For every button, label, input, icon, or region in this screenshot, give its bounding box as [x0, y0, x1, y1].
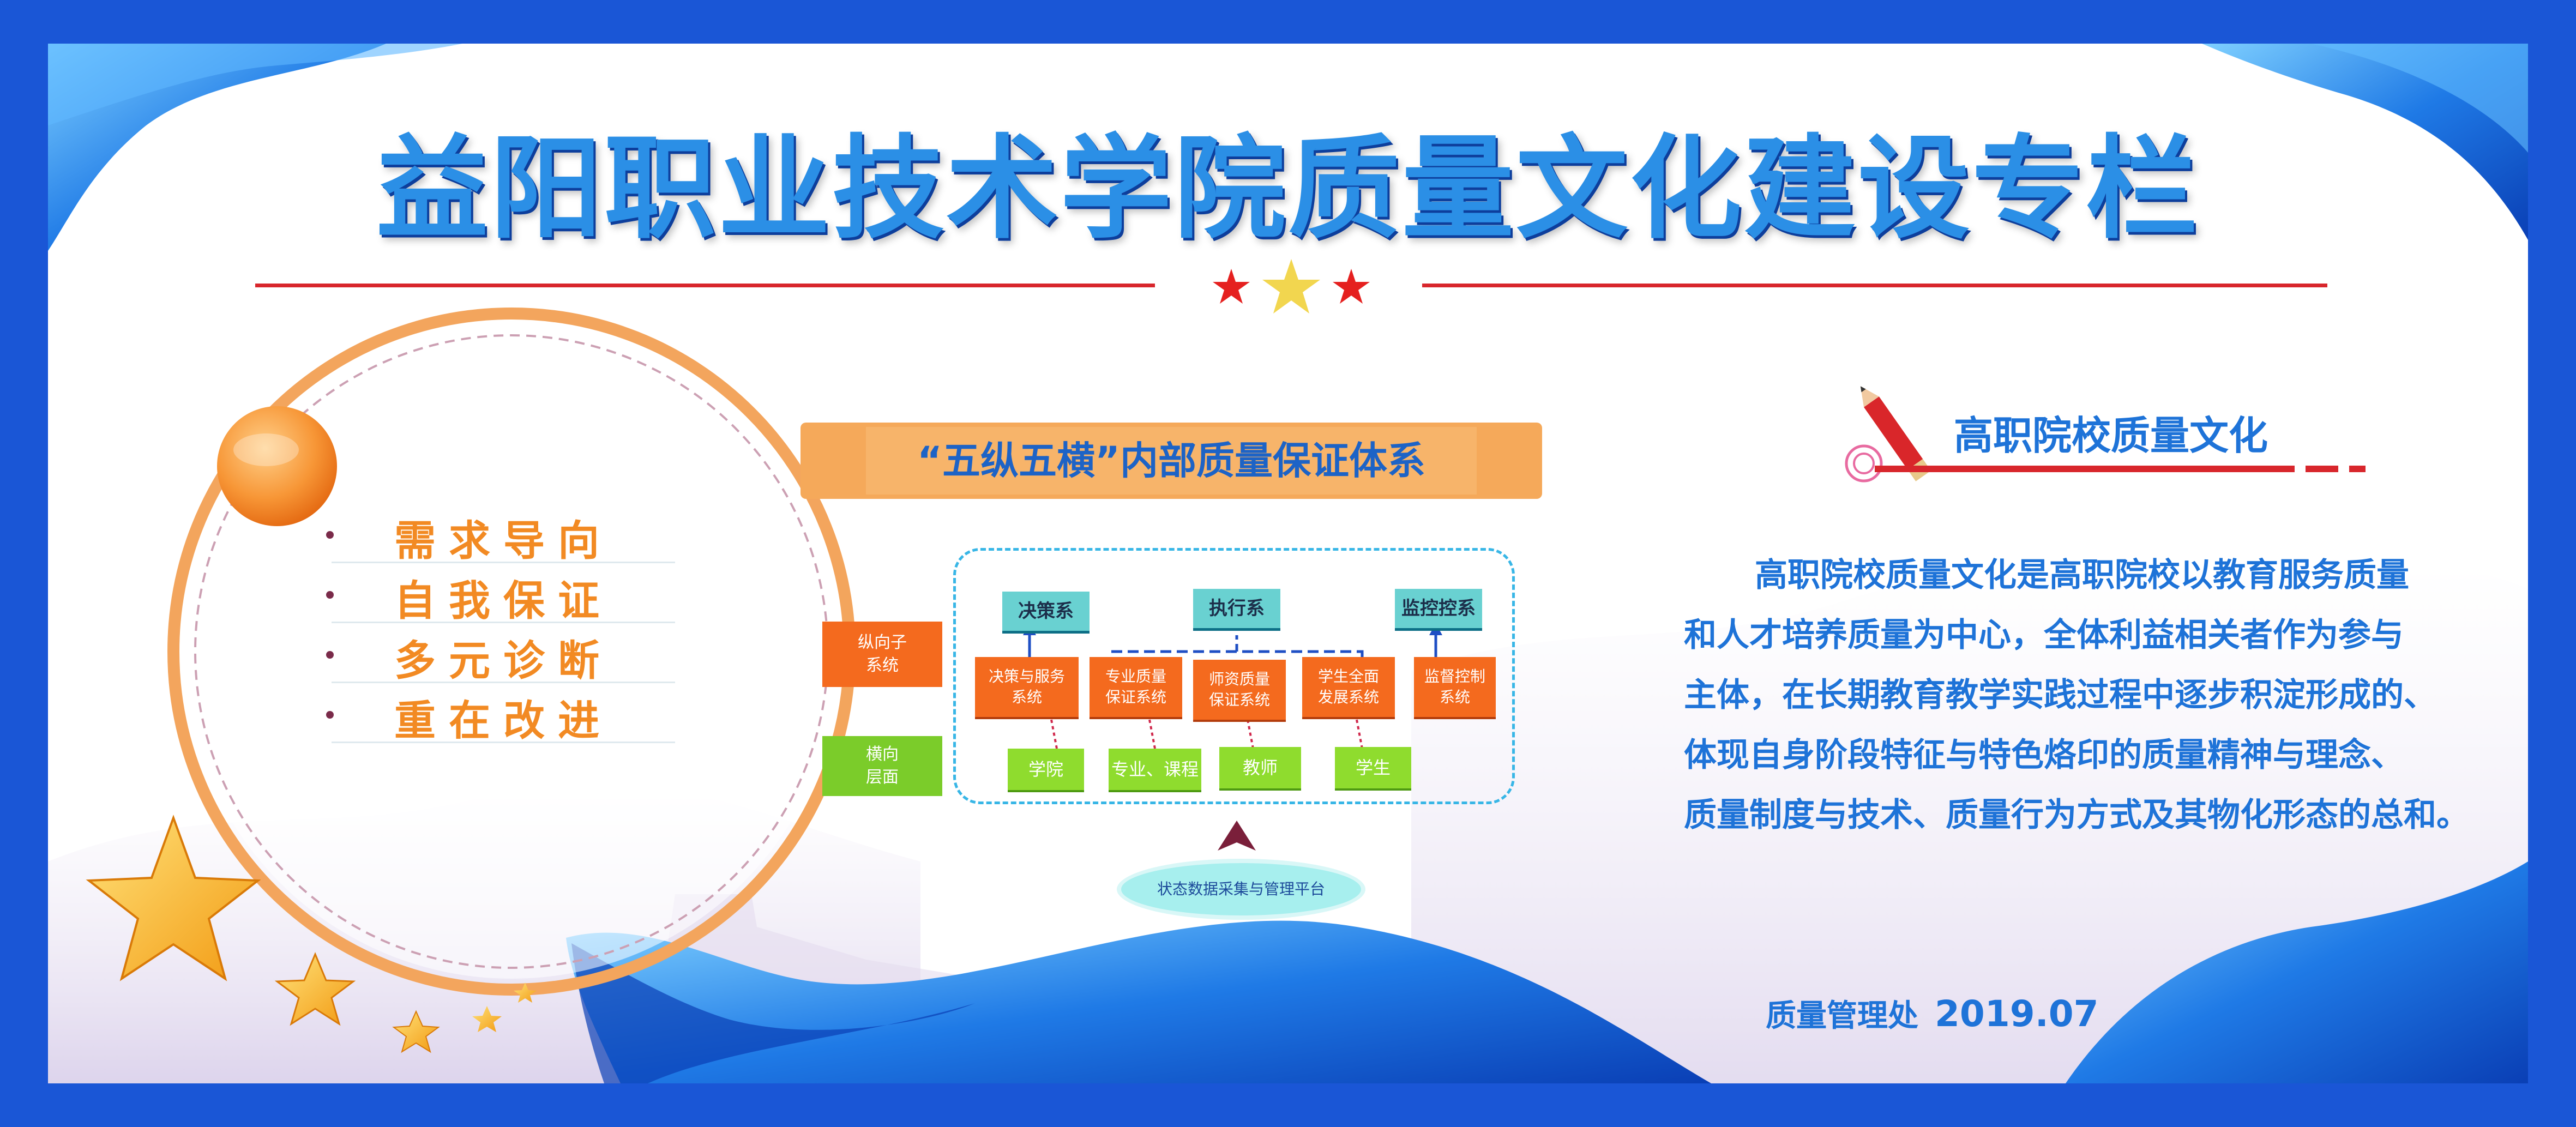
diagram-title: “五纵五横”内部质量保证体系 — [866, 427, 1477, 495]
bullet-icon — [326, 591, 334, 599]
list-item: 重在改进 — [326, 687, 675, 745]
subsystem-box: 决策与服务 系统 — [975, 657, 1079, 719]
subsystem-label: 专业质量 保证系统 — [1105, 667, 1166, 706]
list-item: 自我保证 — [326, 567, 675, 625]
horizontal-level-label: 横向 层面 — [822, 736, 942, 796]
monitor-system-label: 监控控系 — [1401, 598, 1476, 619]
subsystem-box: 专业质量 保证系统 — [1090, 657, 1182, 719]
data-platform: 状态数据采集与管理平台 — [1117, 859, 1365, 920]
level-label: 学生 — [1355, 757, 1391, 778]
data-platform-label: 状态数据采集与管理平台 — [1157, 880, 1325, 898]
poster-board: 益阳职业技术学院质量文化建设专栏 需求导向 自我保证 多元诊断 重在改进 “五纵… — [48, 44, 2528, 1083]
subsystem-label: 师资质量 保证系统 — [1208, 670, 1270, 709]
level-box: 学生 — [1335, 747, 1411, 791]
title-stars — [1213, 259, 1370, 314]
execution-system-box: 执行系 — [1193, 589, 1280, 631]
bullet-icon — [326, 651, 334, 659]
level-box: 专业、课程 — [1109, 749, 1201, 792]
title-rule-right — [1422, 284, 2327, 287]
level-box: 学院 — [1008, 749, 1084, 792]
star-icon — [514, 983, 537, 1003]
paragraph-line: 高职院校质量文化是高职院校以教育服务质量 — [1755, 556, 2409, 594]
list-item: 需求导向 — [326, 507, 675, 565]
vertical-subsystem-label: 纵向子 系统 — [822, 622, 942, 687]
list-item-label: 重在改进 — [394, 696, 612, 745]
arrow-up-icon — [1218, 821, 1256, 851]
decision-system-box: 决策系 — [1002, 592, 1090, 634]
footer: 质量管理处 2019.07 — [1766, 991, 2099, 1035]
subsystem-label: 决策与服务 系统 — [988, 667, 1065, 706]
title-rule-left — [255, 284, 1155, 287]
paragraph-line: 主体，在长期教育教学实践过程中逐步积淀形成的、 — [1684, 676, 2436, 714]
description-paragraph: 高职院校质量文化是高职院校以教育服务质量 和人才培养质量为中心，全体利益相关者作… — [1684, 545, 2513, 845]
paragraph-line: 和人才培养质量为中心，全体利益相关者作为参与 — [1684, 616, 2404, 654]
star-icon — [392, 1010, 440, 1053]
list-item: 多元诊断 — [326, 627, 675, 685]
list-item-label: 自我保证 — [394, 576, 612, 625]
page-title: 益阳职业技术学院质量文化建设专栏 — [376, 124, 2200, 254]
star-icon — [274, 952, 356, 1026]
star-icon — [472, 1006, 502, 1032]
bullet-icon — [326, 711, 334, 719]
diagram-title-banner: “五纵五横”内部质量保证体系 — [801, 423, 1542, 499]
subsystem-box: 监督控制 系统 — [1414, 657, 1496, 719]
star-icon — [1262, 259, 1320, 314]
subsystem-box: 学生全面 发展系统 — [1302, 657, 1395, 719]
star-icon — [86, 815, 261, 981]
gold-stars — [86, 815, 537, 1053]
pencil-icon — [1845, 386, 2366, 483]
bullet-icon — [326, 531, 334, 539]
subsystem-box: 师资质量 保证系统 — [1193, 660, 1286, 722]
decision-system-label: 决策系 — [1018, 600, 1074, 622]
list-item-label: 多元诊断 — [394, 636, 612, 685]
section-heading: 高职院校质量文化 — [1954, 413, 2268, 459]
subsystem-label: 学生全面 发展系统 — [1317, 667, 1379, 706]
level-label: 学院 — [1028, 759, 1063, 780]
star-icon — [1213, 269, 1250, 304]
department-name: 质量管理处 — [1766, 998, 1918, 1034]
paragraph-line: 质量制度与技术、质量行为方式及其物化形态的总和。 — [1684, 796, 2469, 834]
star-icon — [1333, 269, 1370, 304]
level-label: 教师 — [1242, 757, 1278, 778]
monitor-system-box: 监控控系 — [1395, 589, 1482, 631]
subsystem-label: 监督控制 系统 — [1424, 667, 1485, 706]
level-box: 教师 — [1219, 747, 1301, 791]
background-decoration — [48, 44, 2528, 1083]
publish-date: 2019.07 — [1935, 993, 2099, 1035]
execution-system-label: 执行系 — [1209, 598, 1265, 619]
list-item-label: 需求导向 — [394, 516, 612, 565]
diagram-frame — [953, 548, 1515, 804]
level-label: 专业、课程 — [1111, 759, 1199, 780]
horizontal-level-label-text: 横向 层面 — [866, 745, 899, 787]
vertical-subsystem-label-text: 纵向子 系统 — [858, 633, 907, 675]
paragraph-line: 体现自身阶段特征与特色烙印的质量精神与理念、 — [1684, 736, 2404, 774]
